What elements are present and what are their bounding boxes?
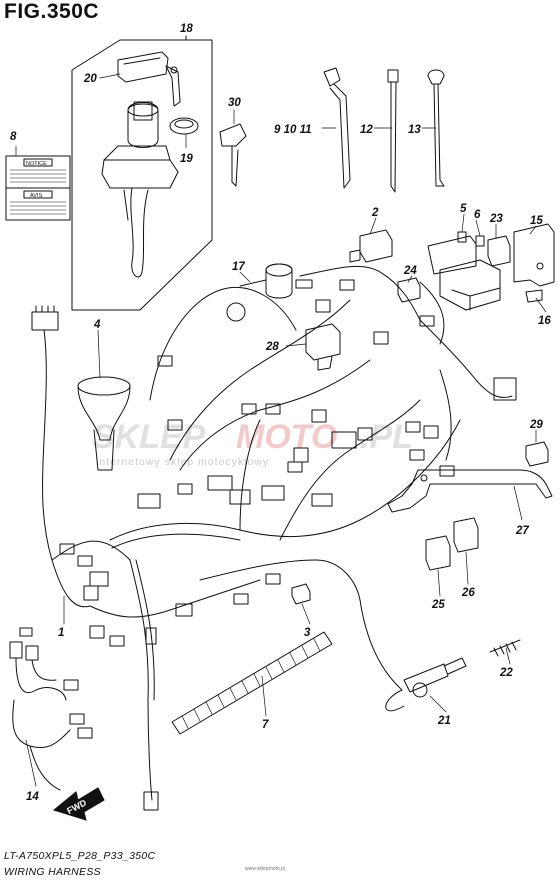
corrugated-tube (171, 631, 333, 735)
connector-part29 (525, 441, 549, 467)
ignition-key (117, 51, 181, 107)
watermark-part1: SKLEP (92, 418, 206, 456)
callout-26: 26 (461, 587, 475, 599)
connector-part3 (291, 583, 311, 605)
callout-14: 14 (26, 791, 39, 803)
footer-small-print: www.sklepmoto.pl (245, 866, 286, 872)
ignition-switch-group-box (71, 35, 213, 311)
connector-part24 (397, 277, 421, 303)
harness-coupler (59, 279, 517, 811)
callout-5: 5 (460, 203, 467, 215)
callout-21: 21 (437, 715, 451, 727)
callout-17: 17 (232, 261, 245, 273)
figure-title: FIG.350C (4, 0, 100, 23)
callout-29: 29 (529, 419, 543, 431)
main-wiring-harness (42, 265, 513, 801)
callout-16: 16 (538, 315, 551, 327)
callout-numbers: 18 20 30 8 19 9 10 11 12 13 2 5 6 23 15 … (10, 23, 551, 803)
notice-label-plate (5, 155, 71, 221)
label-plate-notice: NOTICE (26, 161, 47, 167)
callout-9-10-11: 9 10 11 (274, 124, 312, 136)
callout-2: 2 (371, 207, 379, 219)
callout-8: 8 (10, 131, 17, 143)
callout-1: 1 (58, 627, 64, 639)
callout-22: 22 (499, 667, 513, 679)
callout-7: 7 (262, 719, 269, 731)
callout-25: 25 (431, 599, 445, 611)
ignition-switch (101, 101, 179, 278)
oxygen-sensor (385, 657, 467, 712)
callout-6: 6 (474, 209, 481, 221)
harness-coupler-left (31, 305, 59, 331)
reference-code: LT-A750XPL5_P28_P33_350C (4, 850, 156, 862)
callout-4: 4 (93, 319, 101, 331)
callout-leader-lines (15, 73, 547, 787)
forward-arrow: FWD (52, 787, 105, 821)
accessory-socket (226, 263, 293, 322)
relay-box (419, 223, 555, 345)
callout-3: 3 (304, 627, 311, 639)
callout-20: 20 (83, 73, 97, 85)
coupler-part25 (425, 535, 451, 571)
callout-15: 15 (530, 215, 543, 227)
lock-ring (169, 117, 199, 135)
callout-13: 13 (408, 124, 421, 136)
callout-24: 24 (403, 265, 417, 277)
callout-23: 23 (489, 213, 503, 225)
coupler-part26 (453, 517, 479, 553)
cable-tie-clip (323, 67, 351, 189)
cable-tie-mount (427, 69, 445, 187)
callout-28: 28 (265, 341, 279, 353)
watermark-part3: .PL (360, 418, 413, 456)
cable-tie-straight (387, 69, 399, 193)
bracket-part27 (387, 469, 553, 513)
callout-30: 30 (228, 97, 241, 109)
spare-key (219, 123, 247, 187)
watermark-part2: MOTO (236, 418, 337, 456)
watermark-tagline: internetowy sklep motocyklowy (96, 456, 269, 468)
connector-part2 (349, 229, 393, 263)
callout-18: 18 (180, 23, 193, 35)
grommet (77, 376, 131, 471)
callout-19: 19 (180, 153, 193, 165)
watermark: SKLEP MOTO .PL internetowy sklep motocyk… (92, 418, 413, 468)
spring-part22 (489, 639, 521, 657)
callout-12: 12 (360, 124, 373, 136)
label-plate-avis: AVIS (30, 193, 42, 199)
section-name: WIRING HARNESS (4, 866, 101, 878)
callout-27: 27 (515, 525, 529, 537)
sub-harness (9, 627, 93, 791)
connector-part28 (305, 323, 341, 371)
